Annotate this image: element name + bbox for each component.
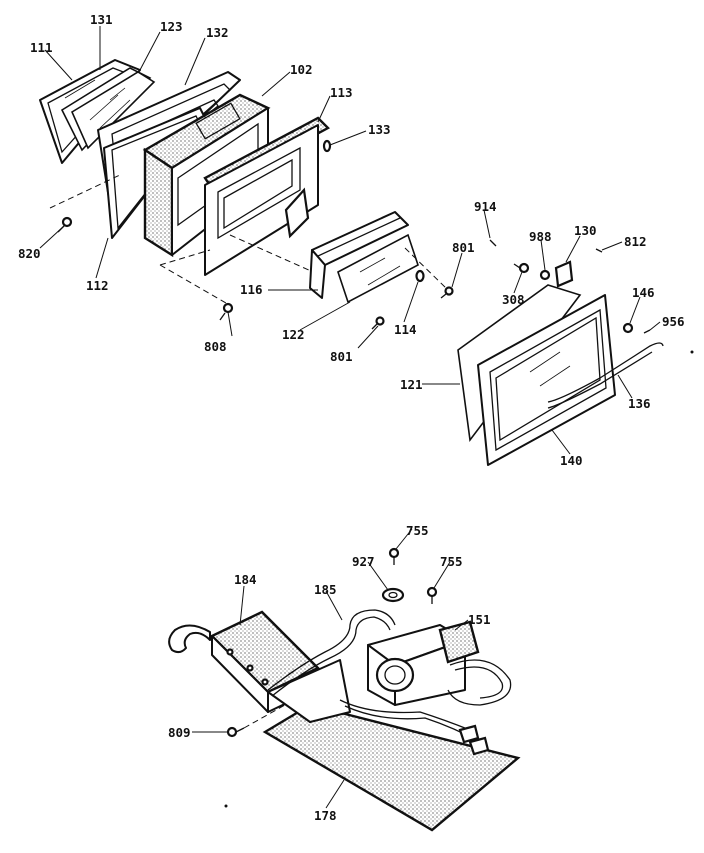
- label-136: 136: [628, 396, 651, 411]
- screw-801-upper: [440, 286, 454, 299]
- label-114: 114: [394, 322, 417, 337]
- rod-185: [267, 609, 396, 697]
- alignment-line-809: [243, 704, 286, 729]
- label-755-right: 755: [440, 554, 463, 569]
- screw-801-lower: [371, 316, 385, 330]
- label-809: 809: [168, 725, 191, 740]
- label-914: 914: [474, 199, 497, 214]
- label-185: 185: [314, 582, 337, 597]
- washer-988: [539, 269, 551, 281]
- label-132: 132: [206, 25, 229, 40]
- label-146: 146: [632, 285, 655, 300]
- hinge-bracket-130: [554, 260, 574, 288]
- pin-914: [489, 239, 497, 247]
- label-988: 988: [529, 229, 552, 244]
- label-801-upper: 801: [452, 240, 475, 255]
- screw-308: [513, 262, 530, 274]
- grommet-927: [381, 587, 405, 603]
- label-112: 112: [86, 278, 109, 293]
- label-308: 308: [502, 292, 525, 307]
- label-755-top: 755: [406, 523, 429, 538]
- label-123: 123: [160, 19, 183, 34]
- label-820: 820: [18, 246, 41, 261]
- screw-755-right: [426, 586, 438, 604]
- stray-dot-2: [224, 804, 228, 808]
- wire-harness: [339, 699, 490, 756]
- base-plate-178: [262, 703, 521, 832]
- label-121: 121: [400, 377, 423, 392]
- label-956: 956: [662, 314, 685, 329]
- label-131: 131: [90, 12, 113, 27]
- bracket-184: [168, 610, 351, 723]
- part-labels: 111 131 123 132 102 113 133 820 112 116 …: [18, 12, 685, 823]
- screw-808: [219, 302, 234, 321]
- label-113: 113: [330, 85, 353, 100]
- label-111: 111: [30, 40, 53, 55]
- label-184: 184: [234, 572, 257, 587]
- label-151: 151: [468, 612, 491, 627]
- alignment-line-801: [404, 247, 449, 291]
- pin-812: [595, 248, 603, 253]
- label-808: 808: [204, 339, 227, 354]
- label-102: 102: [290, 62, 313, 77]
- window-glass-122: [337, 233, 419, 304]
- door-glass-123: [60, 67, 156, 152]
- label-812: 812: [624, 234, 647, 249]
- motor-assembly-151: [367, 620, 512, 706]
- label-116: 116: [240, 282, 263, 297]
- label-178: 178: [314, 808, 337, 823]
- door-frame-140: [477, 294, 616, 466]
- leader-lines: [39, 26, 661, 809]
- label-801-lower: 801: [330, 349, 353, 364]
- door-handle-136: [547, 342, 664, 409]
- washer-146: [622, 322, 634, 334]
- window-frame-116: [309, 211, 409, 299]
- pin-956: [643, 329, 651, 334]
- screw-755-top: [388, 547, 400, 565]
- alignment-lines-upper: [49, 173, 321, 304]
- clip-114: [415, 269, 425, 283]
- label-122: 122: [282, 327, 305, 342]
- stray-dot: [690, 350, 694, 354]
- screw-809: [226, 726, 245, 738]
- label-133: 133: [368, 122, 391, 137]
- label-140: 140: [560, 453, 583, 468]
- inner-panel-113: [203, 116, 330, 276]
- label-927: 927: [352, 554, 375, 569]
- screw-133: [322, 139, 332, 153]
- label-130: 130: [574, 223, 597, 238]
